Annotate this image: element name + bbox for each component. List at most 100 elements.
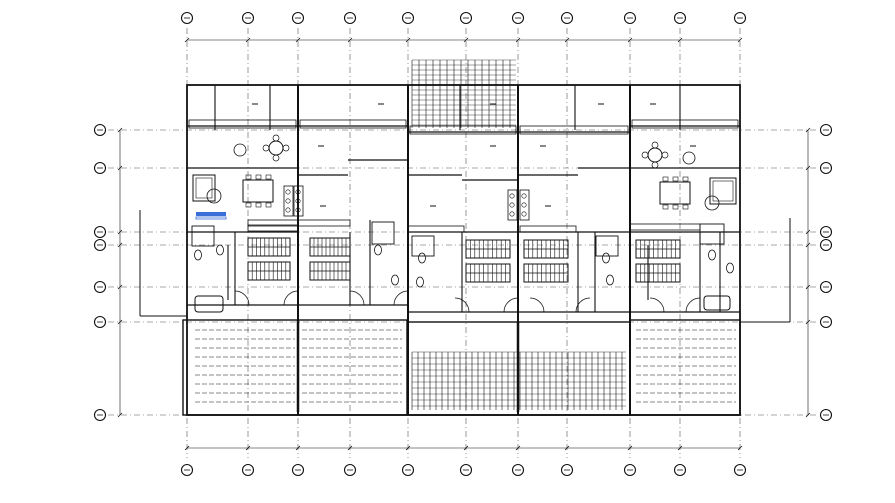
dimension-tick — [627, 37, 633, 43]
chair — [272, 154, 280, 162]
toilet-icon — [726, 262, 734, 274]
chair — [661, 151, 669, 159]
dimension-tick — [515, 37, 521, 43]
chair — [262, 144, 270, 152]
grid-bubbles — [93, 11, 833, 477]
armchair-icon — [233, 143, 247, 157]
door-swing-icon — [234, 290, 250, 306]
balcony-band — [631, 119, 739, 129]
dimension-tick — [805, 165, 811, 171]
door-swing-icon — [349, 290, 365, 306]
burner — [509, 202, 515, 208]
chair — [662, 176, 669, 182]
chair — [641, 151, 649, 159]
dining-table-icon — [659, 181, 691, 205]
kitchen-counter-icon — [407, 225, 465, 233]
bathtub-icon — [194, 295, 224, 313]
toilet-icon — [602, 252, 610, 264]
dimension-tick — [805, 412, 811, 418]
door-swing-icon — [283, 290, 299, 306]
dimension-tick — [117, 165, 123, 171]
burner — [295, 207, 301, 213]
bathroom-fixture — [699, 223, 725, 245]
kitchen-counter-icon — [519, 225, 577, 233]
kitchen-counter-icon — [283, 185, 294, 217]
dining-table-icon — [647, 147, 663, 163]
dimension-tick — [677, 445, 683, 451]
kitchen-counter-icon — [519, 189, 530, 221]
chair — [282, 144, 290, 152]
room-partitions — [187, 85, 740, 313]
dimension-tick — [117, 319, 123, 325]
toilet-icon — [194, 249, 202, 261]
dimension-tick — [737, 37, 743, 43]
balcony-band — [519, 125, 629, 135]
dimension-tick — [117, 412, 123, 418]
sofa-cushion — [195, 177, 213, 199]
dimension-tick — [295, 445, 301, 451]
burner — [295, 198, 301, 204]
burner — [285, 198, 291, 204]
dimension-tick — [405, 445, 411, 451]
toilet-icon — [416, 276, 424, 288]
door-swing-icon — [685, 297, 701, 313]
building-outline — [139, 84, 791, 416]
kitchen-counter-icon — [247, 224, 299, 232]
dimension-tick — [295, 37, 301, 43]
door-swing-icon — [575, 297, 591, 313]
dimension-tick — [117, 284, 123, 290]
chair — [255, 202, 262, 208]
dimension-tick — [245, 37, 251, 43]
chair — [245, 174, 252, 180]
door-swing-icon — [393, 290, 409, 306]
door-swing-icon — [649, 297, 665, 313]
chair — [265, 202, 272, 208]
chair — [272, 134, 280, 142]
burner — [285, 189, 291, 195]
door-swing-icon — [503, 297, 519, 313]
toilet-icon — [216, 244, 224, 256]
balcony-band — [409, 125, 517, 135]
toilet-icon — [391, 274, 399, 286]
hatch-layer — [195, 59, 736, 412]
chair — [255, 174, 262, 180]
kitchen-counter-icon — [507, 189, 518, 221]
dimension-tick — [805, 229, 811, 235]
dimension-tick — [515, 445, 521, 451]
dimension-tick — [805, 127, 811, 133]
dimension-tick — [463, 445, 469, 451]
furniture-layer — [191, 103, 737, 313]
balcony-band — [188, 119, 297, 129]
toilet-icon — [374, 244, 382, 256]
sofa-icon — [192, 174, 216, 202]
burner — [295, 189, 301, 195]
kitchen-counter-icon — [293, 185, 304, 217]
dimension-tick — [627, 445, 633, 451]
dimension-tick — [805, 242, 811, 248]
dimension-tick — [564, 37, 570, 43]
chair — [245, 202, 252, 208]
door-swing-icon — [454, 297, 470, 313]
armchair-icon — [682, 151, 696, 165]
burner — [521, 193, 527, 199]
balcony-band — [299, 119, 407, 129]
toilet-icon — [606, 274, 614, 286]
toilet-icon — [418, 252, 426, 264]
chair — [651, 141, 659, 149]
dimension-tick — [677, 37, 683, 43]
dimension-tick — [737, 445, 743, 451]
window-accent — [196, 212, 226, 216]
building-outline — [186, 84, 741, 416]
dimension-tick — [117, 229, 123, 235]
dimension-tick — [805, 319, 811, 325]
coffee-table-icon — [704, 195, 720, 211]
chair — [682, 204, 689, 210]
burner — [521, 202, 527, 208]
dimension-tick — [117, 242, 123, 248]
burner — [509, 211, 515, 217]
burner — [509, 193, 515, 199]
bathroom-fixture — [191, 225, 215, 247]
bathtub-icon — [703, 295, 731, 311]
